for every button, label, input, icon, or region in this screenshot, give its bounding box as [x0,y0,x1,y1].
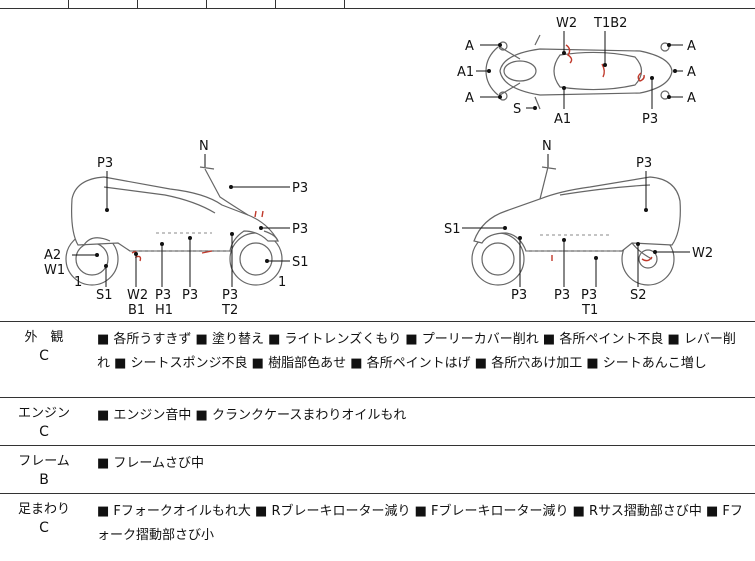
row-suspension: 足まわり C ■ Fフォークオイルもれ大 ■ Rブレーキローター減り ■ Fブレ… [0,493,755,561]
label-right-w2: W2 [692,246,713,261]
category-label: エンジン [17,406,70,421]
right-view-scooter [471,166,681,286]
label-left-p3-right-2: P3 [292,222,308,237]
row-exterior: 外 観 C ■ 各所うすきず ■ 塗り替え ■ ライトレンズくもり ■ プーリー… [0,321,755,397]
description-text: ■ エンジン音中 ■ クランクケースまわりオイルもれ [97,408,407,423]
category-label: 外 観 [24,330,64,345]
label-right-p3-bottom-1: P3 [511,288,527,303]
grade-label: C [39,424,49,440]
grade-label: C [39,348,49,364]
label-right-s2: S2 [630,288,647,303]
top-view-scooter [485,34,673,110]
grade-label: C [39,520,49,536]
label-top-p3: P3 [642,112,658,127]
category-cell: エンジン C [0,398,88,442]
condition-table: 外 観 C ■ 各所うすきず ■ 塗り替え ■ ライトレンズくもり ■ プーリー… [0,321,755,561]
right-view-leaders [462,154,690,287]
label-left-p3-bottom-2: P3 [182,288,198,303]
label-left-s1-right: S1 [292,255,309,270]
label-left-p3-bottom-3: P3 [222,288,238,303]
category-cell: 外 観 C [0,322,88,366]
label-right-t1: T1 [581,303,598,318]
scooter-diagram-svg: W2 T1B2 A A1 A S A1 P3 A A A [44,16,713,318]
label-top-a-left-1: A [465,39,474,54]
row-frame: フレーム B ■ フレームさび中 [0,445,755,493]
category-label: フレーム [18,454,70,469]
label-right-p3-top: P3 [636,156,652,171]
label-right-s1: S1 [444,222,461,237]
label-left-a2: A2 [44,248,61,263]
label-left-w1: W1 [44,263,65,278]
label-top-t1b2: T1B2 [593,16,627,31]
category-label: 足まわり [17,502,70,517]
description-text: ■ 各所うすきず ■ 塗り替え ■ ライトレンズくもり ■ プーリーカバー削れ … [97,332,736,371]
label-left-n: N [199,139,209,154]
label-top-s: S [513,102,521,117]
label-left-b1: B1 [128,303,145,318]
label-top-a1-mid: A1 [554,112,571,127]
label-left-1-b: 1 [278,275,286,290]
description-text: ■ Fフォークオイルもれ大 ■ Rブレーキローター減り ■ Fブレーキローター減… [97,504,743,543]
grade-label: B [39,472,49,488]
label-top-a-right-2: A [687,65,696,80]
description-text: ■ フレームさび中 [97,456,205,471]
label-left-w2: W2 [127,288,148,303]
damage-diagram: W2 T1B2 A A1 A S A1 P3 A A A [0,9,755,321]
label-left-s1-bottom: S1 [96,288,113,303]
label-left-h1: H1 [155,303,173,318]
left-view-scooter [65,166,283,286]
category-cell: 足まわり C [0,494,88,538]
category-cell: フレーム B [0,446,88,490]
label-right-p3-bottom-3: P3 [581,288,597,303]
label-left-p3-bottom-1: P3 [155,288,171,303]
label-right-p3-bottom-2: P3 [554,288,570,303]
row-engine: エンジン C ■ エンジン音中 ■ クランクケースまわりオイルもれ [0,397,755,445]
label-left-p3-top: P3 [97,156,113,171]
label-left-p3-right-1: P3 [292,181,308,196]
label-top-a-right-1: A [687,39,696,54]
label-top-a1-left: A1 [457,65,474,80]
left-view-leaders [72,154,290,287]
label-top-w2: W2 [556,16,577,31]
label-right-n: N [542,139,552,154]
top-table-edge [0,0,755,9]
label-top-a-right-3: A [687,91,696,106]
top-view-leaders [476,31,683,110]
label-top-a-left-3: A [465,91,474,106]
label-left-t2: T2 [221,303,238,318]
label-left-1-a: 1 [74,275,82,290]
